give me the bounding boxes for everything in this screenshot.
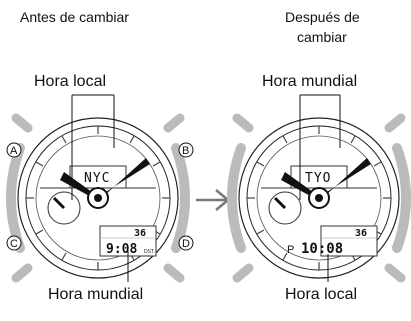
before-caption: Antes de cambiar xyxy=(20,9,129,25)
button-a xyxy=(6,142,22,158)
button-b xyxy=(178,142,194,158)
button-b-label: B xyxy=(182,145,189,157)
after-caption-line1: Después de xyxy=(285,9,360,25)
button-d xyxy=(178,235,194,251)
button-c-label: C xyxy=(10,238,18,250)
before-date: 36 xyxy=(134,228,146,239)
button-a-label: A xyxy=(10,145,18,157)
right-arrow-icon xyxy=(196,189,230,211)
after-caption-line2: cambiar xyxy=(297,29,347,45)
before-top-label: Hora local xyxy=(34,73,106,90)
before-time: 9:08 xyxy=(106,242,137,257)
after-time: 10:08 xyxy=(301,241,343,257)
before-bottom-label: Hora mundial xyxy=(48,286,143,303)
after-pm-indicator: P xyxy=(287,244,294,256)
button-c xyxy=(6,235,22,251)
after-bottom-label: Hora local xyxy=(285,286,357,303)
minute-hand xyxy=(90,158,150,202)
after-date: 36 xyxy=(355,228,367,239)
after-top-label: Hora mundial xyxy=(262,73,357,90)
before-watch: NYC 36 9:08 DST xyxy=(11,118,185,278)
button-d-label: D xyxy=(182,238,190,250)
before-city-code: NYC xyxy=(84,171,110,186)
before-dst-indicator: DST xyxy=(144,249,154,255)
after-city-code: TYO xyxy=(305,171,331,186)
after-watch: TYO 36 P 10:08 xyxy=(232,118,406,278)
minute-hand xyxy=(311,158,371,202)
